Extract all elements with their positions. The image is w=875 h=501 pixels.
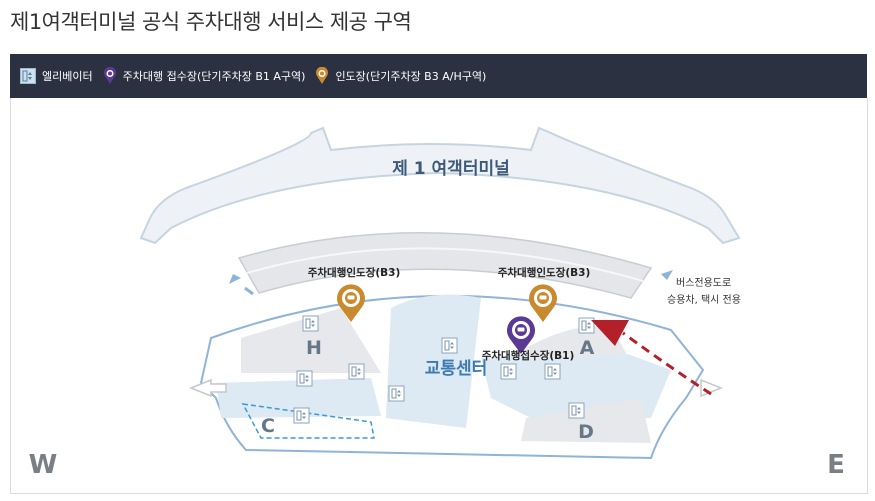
handover-left-label: 주차대행인도장(B3) [308, 266, 401, 279]
terminal-label: 제 1 여객터미널 [392, 159, 510, 179]
road-band [237, 232, 653, 299]
legend-elevator: 엘리베이터 [20, 68, 93, 84]
page-title: 제1여객터미널 공식 주차대행 서비스 제공 구역 [10, 10, 412, 34]
elevator-icon [500, 363, 517, 380]
right-road-arrow [661, 270, 673, 280]
zone-h-label: H [306, 337, 322, 359]
terminal-building [139, 126, 741, 245]
elevator-icon [302, 315, 319, 332]
zone-c-dashed [241, 403, 375, 439]
terminal-map: 제 1 여객터미널 교통센터 [29, 126, 845, 480]
handover-pin-icon [316, 67, 329, 84]
east-label: E [827, 450, 845, 480]
handover-right-label: 주차대행인도장(B3) [498, 266, 591, 279]
legend-elevator-label: 엘리베이터 [42, 70, 93, 83]
zone-c-label: C [261, 415, 275, 437]
car-taxi-label: 승용차, 택시 전용 [667, 294, 741, 306]
elevator-icon [568, 402, 585, 419]
map-area: 제 1 여객터미널 교통센터 [10, 98, 868, 494]
elevator-icon [441, 337, 458, 354]
zone-d-label: D [578, 421, 594, 443]
entry-arrow-head [591, 320, 629, 346]
left-road-arrow [229, 274, 241, 284]
west-label: W [29, 450, 58, 480]
bus-road-label: 버스전용도로 [676, 277, 731, 289]
legend-bar: 엘리베이터 주차대행 접수장(단기주차장 B1 A구역) 인도장(단기주차장 B… [10, 54, 867, 98]
legend-handover-label: 인도장(단기주차장 B3 A/H구역) [335, 70, 487, 83]
elevator-icon [544, 363, 561, 380]
entry-arrow-path [622, 331, 712, 396]
transport-center-label: 교통센터 [425, 359, 488, 379]
elevator-icon [293, 407, 310, 424]
reception-label: 주차대행접수장(B1) [482, 349, 575, 362]
legend-reception: 주차대행 접수장(단기주차장 B1 A구역) [103, 67, 306, 85]
reception-pin-icon [103, 67, 116, 84]
elevator-icon [388, 385, 405, 402]
elevator-icon [296, 370, 313, 387]
legend-handover: 인도장(단기주차장 B3 A/H구역) [315, 67, 486, 85]
elevator-icon [348, 363, 365, 380]
west-exit-arrow [188, 378, 227, 398]
legend-reception-label: 주차대행 접수장(단기주차장 B1 A구역) [122, 70, 306, 83]
elevator-icon [20, 68, 36, 84]
zone-a-label: A [580, 337, 595, 359]
